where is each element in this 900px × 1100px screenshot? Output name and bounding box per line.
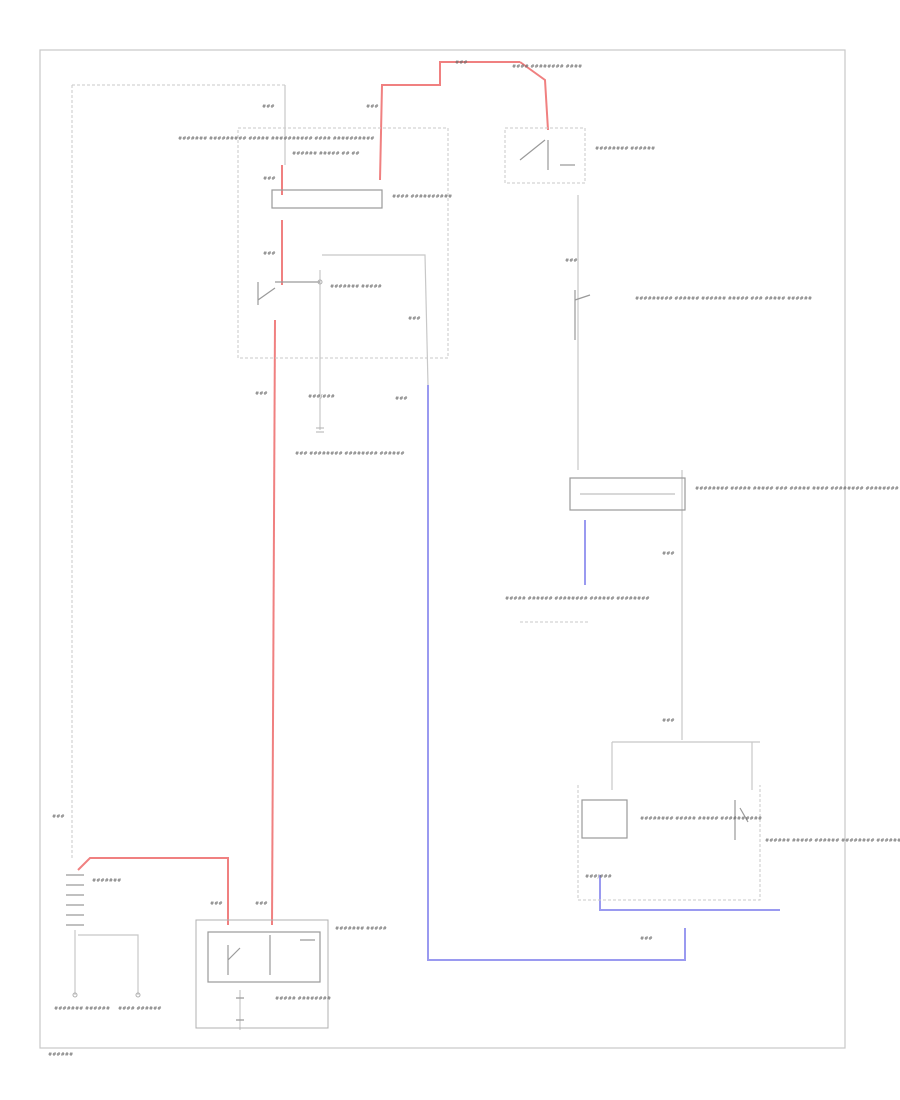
wire-red-top: [379, 61, 520, 181]
label-wire-wht-left-bottom: ###: [52, 814, 65, 820]
label-junction-top: #### ######## ####: [512, 64, 582, 70]
labels: #### ######## #### ### ######## ###### #…: [48, 60, 900, 1058]
label-wire-red-starter: ###: [210, 901, 223, 907]
label-gnd-mid: ##### ###### ######## ###### ########: [505, 596, 650, 602]
label-starter-relay: ####### #####: [330, 284, 382, 290]
label-fuse-block: ###### ##### ## ##: [292, 151, 360, 157]
starter-solenoid: [207, 931, 321, 983]
label-wire-blu-mid: ###: [395, 396, 408, 402]
label-footer-code: ######: [48, 1052, 73, 1058]
wire-red-battery: [77, 857, 229, 925]
label-wire-red-relay: ###: [263, 251, 276, 257]
label-wire-wht-pcm: ###: [662, 718, 675, 724]
label-wire-red-fuse: ###: [263, 176, 276, 182]
label-gnd-note: ### ######## ######## ######: [295, 451, 405, 457]
starter-relay-switch: [257, 281, 320, 305]
label-blk-wht-left: ###/###: [308, 394, 335, 400]
label-starter-motor: ####### #####: [335, 926, 387, 932]
wire-red-main: [271, 319, 276, 926]
label-wire-red-main: ###: [255, 391, 268, 397]
label-relay-right: ######## ##### ##### ### ##### #### ####…: [695, 486, 900, 492]
label-blk-wht-pcm: ###/###: [585, 874, 612, 880]
label-under-dash-box: #### ##########: [392, 194, 452, 200]
fuse-relay-box-outline: [237, 127, 449, 359]
wire-blue-bottom: [599, 875, 780, 911]
wire-blue-long: [427, 385, 686, 961]
label-ignition-switch: ######## ######: [595, 146, 655, 152]
blue-wires: [427, 385, 780, 961]
label-wire-red-mid: ###: [366, 104, 379, 110]
pcm-connector: [581, 799, 628, 839]
pcm-box-outline: [577, 785, 761, 901]
label-battery: #######: [92, 878, 121, 884]
red-wires: [77, 61, 549, 926]
label-battery-sensor: ####### ######: [54, 1006, 110, 1012]
gray-wires: [71, 84, 760, 1030]
label-sensor-box: ###### ##### ###### ######## ######: [765, 838, 900, 844]
label-wire-wht-left: ###: [262, 104, 275, 110]
park-neutral-switch: [574, 290, 591, 340]
ignition-switch-outline: [504, 127, 586, 184]
fuse-block: [271, 189, 383, 209]
diagram-border: [39, 49, 846, 1049]
starter-motor-box: [195, 919, 329, 1029]
battery-symbol: [66, 874, 84, 926]
label-wire-red-starter-2: ###: [255, 901, 268, 907]
label-starter-solenoid: ##### ########: [275, 996, 331, 1002]
label-wire-wht-mid: ###: [408, 316, 421, 322]
label-body-ground: #### ######: [118, 1006, 161, 1012]
components: [66, 127, 761, 1029]
label-park-neutral: ######### ###### ###### ##### ### ##### …: [635, 296, 812, 302]
label-wire-red-top: ###: [455, 60, 468, 66]
relay-right: [569, 477, 686, 511]
label-wire-wht-right: ###: [565, 258, 578, 264]
label-wire-wht-relay: ###: [662, 551, 675, 557]
label-wire-blu-bottom: ###: [640, 936, 653, 942]
wire-red-to-switch: [519, 61, 549, 131]
label-fuse-relay-box: ####### ######### ##### ########## #### …: [178, 136, 374, 142]
label-pcm-box: ######## ##### ##### ##########: [640, 816, 762, 822]
